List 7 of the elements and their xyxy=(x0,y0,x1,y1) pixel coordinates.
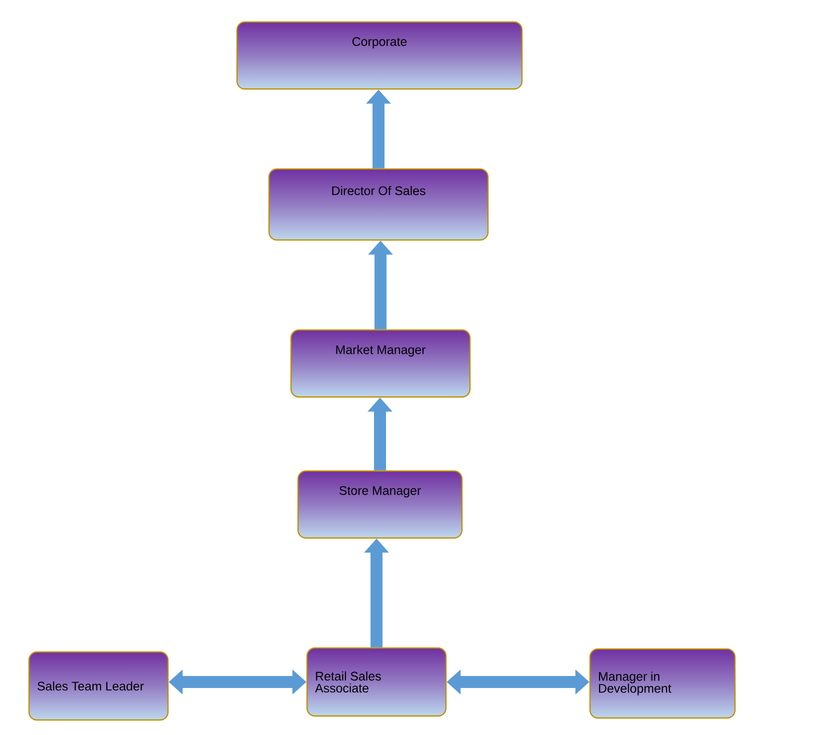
position-box: Market Manager xyxy=(290,329,471,398)
position-box: Sales Team Leader xyxy=(28,651,169,721)
position-box: Retail Sales Associate xyxy=(306,647,447,717)
position-box: Corporate xyxy=(236,21,523,90)
position-box: Manager in Development xyxy=(589,648,736,719)
position-box: Director Of Sales xyxy=(268,168,489,241)
position-box: Store Manager xyxy=(297,470,463,539)
